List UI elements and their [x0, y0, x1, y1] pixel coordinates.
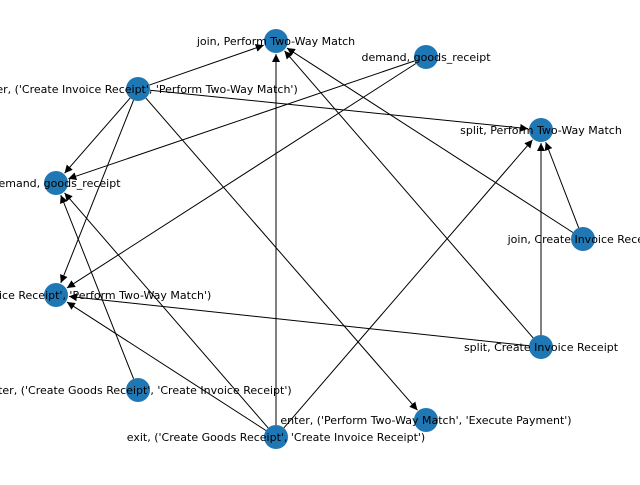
- node-label-n9: enter, ('Perform Two-Way Match', 'Execut…: [280, 414, 571, 427]
- node-n10: [264, 425, 288, 449]
- edge-n5-n0: [286, 47, 574, 233]
- node-n7: [529, 335, 553, 359]
- edge-n2-n3: [149, 89, 529, 132]
- node-n2: [126, 77, 150, 101]
- edge-n2-n9: [145, 97, 418, 411]
- node-n3: [529, 118, 553, 142]
- edge-n2-n6: [60, 99, 135, 284]
- node-labels: join, Perform Two-Way Match demand, goods…: [0, 35, 640, 444]
- node-label-n1: demand, goods_receipt: [361, 51, 491, 64]
- node-n6: [44, 283, 68, 307]
- edge-n7-n6: [68, 293, 530, 347]
- node-n1: [414, 45, 438, 69]
- node-label-n2: enter, ('Create Invoice Receipt', 'Perfo…: [0, 83, 298, 96]
- node-n4: [44, 171, 68, 195]
- edge-n10-n3: [283, 139, 533, 429]
- edge-n10-n6: [66, 301, 267, 431]
- node-label-n3: split, Perform Two-Way Match: [460, 124, 622, 137]
- node-label-n7: split, Create Invoice Receipt: [464, 341, 619, 354]
- node-label-n4: demand, goods_receipt: [0, 177, 121, 190]
- nodes: [44, 29, 595, 449]
- edge-n8-n4: [60, 194, 135, 380]
- node-label-n8: enter, ('Create Goods Receipt', 'Create …: [0, 384, 292, 397]
- node-n0: [264, 29, 288, 53]
- node-n5: [571, 227, 595, 251]
- edge-n1-n4: [68, 60, 415, 181]
- edge-n10-n4: [64, 192, 269, 429]
- node-label-n10: exit, ('Create Goods Receipt', 'Create I…: [127, 431, 425, 444]
- node-label-n6: exit, ('Create Invoice Receipt', 'Perfor…: [0, 289, 211, 302]
- edge-n2-n4: [64, 97, 131, 174]
- node-n9: [414, 408, 438, 432]
- node-label-n5: join, Create Invoice Receipt: [507, 233, 640, 246]
- edge-n7-n0: [284, 50, 534, 339]
- edge-n2-n0: [149, 44, 264, 86]
- node-label-n0: join, Perform Two-Way Match: [196, 35, 355, 48]
- edge-n5-n3: [544, 141, 580, 228]
- edges: [60, 44, 580, 431]
- node-n8: [126, 378, 150, 402]
- edge-n1-n6: [66, 63, 417, 289]
